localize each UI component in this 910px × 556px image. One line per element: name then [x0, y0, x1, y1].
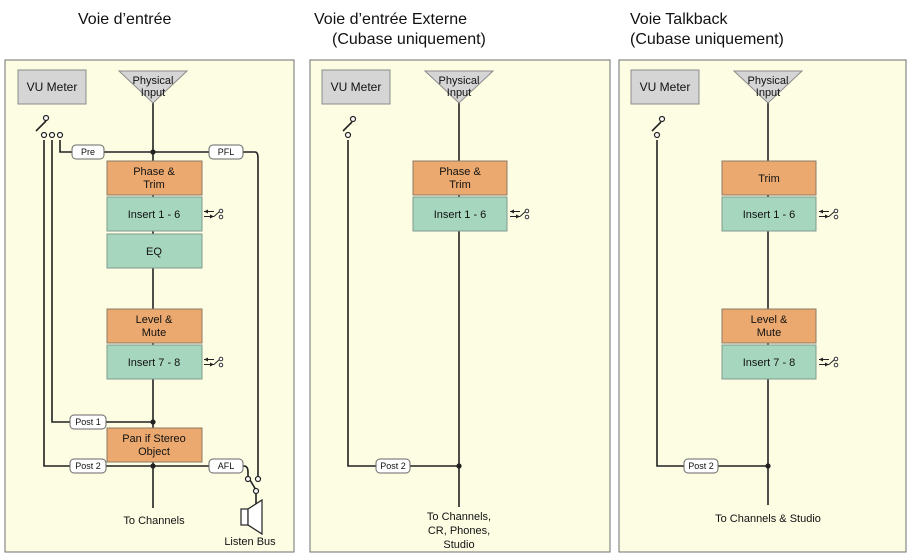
- svg-text:Level &: Level &: [751, 314, 788, 326]
- insert-1-6-block: Insert 1 - 6: [106, 196, 203, 232]
- svg-text:Post 1: Post 1: [75, 417, 101, 427]
- svg-text:Level &: Level &: [136, 314, 173, 326]
- junction-dot: [150, 419, 156, 425]
- title-external-input-channel: Voie d’entrée Externe: [314, 11, 467, 28]
- junction-dot: [150, 463, 156, 469]
- panel-external-input-channel: [309, 59, 611, 553]
- svg-text:Phase &: Phase &: [133, 166, 175, 178]
- afl-tap-label: AFL: [208, 458, 244, 474]
- title-talkback-channel: Voie Talkback: [630, 11, 729, 28]
- svg-text:EQ: EQ: [146, 246, 162, 258]
- trim-block: Trim: [721, 160, 817, 196]
- listen-bus-label: Listen Bus: [224, 536, 276, 548]
- junction-dot: [765, 463, 771, 469]
- pfl-tap-label: PFL: [208, 144, 244, 160]
- svg-text:Phase &: Phase &: [439, 166, 481, 178]
- phase-trim-block: Phase & Trim: [412, 160, 508, 196]
- svg-text:AFL: AFL: [218, 461, 235, 471]
- physical-input-triangle: Physical Input: [117, 70, 189, 104]
- svg-text:Input: Input: [447, 87, 471, 99]
- destination-label-line3: Studio: [443, 539, 474, 551]
- insert-1-6-block: Insert 1 - 6: [721, 196, 817, 232]
- panel1-switch-contacts: [40, 114, 262, 495]
- svg-text:Object: Object: [138, 446, 170, 458]
- vu-meter-block: VU Meter: [17, 69, 87, 105]
- svg-text:Insert 1 - 6: Insert 1 - 6: [434, 209, 487, 221]
- svg-text:Insert 1 - 6: Insert 1 - 6: [743, 209, 796, 221]
- to-channels-label: To Channels: [123, 515, 185, 527]
- switch-contact: [653, 131, 661, 139]
- svg-text:Pan if Stereo: Pan if Stereo: [122, 433, 186, 445]
- svg-text:VU Meter: VU Meter: [27, 80, 78, 94]
- eq-block: EQ: [106, 233, 203, 269]
- svg-text:Trim: Trim: [449, 179, 471, 191]
- svg-text:Pre: Pre: [81, 147, 95, 157]
- level-mute-block: Level & Mute: [106, 308, 203, 344]
- phase-trim-block: Phase & Trim: [106, 160, 203, 196]
- svg-text:Post 2: Post 2: [688, 461, 714, 471]
- svg-text:Trim: Trim: [758, 173, 780, 185]
- post2-tap-label: Post 2: [69, 458, 107, 474]
- svg-text:Input: Input: [141, 87, 165, 99]
- post2-tap-label: Post 2: [375, 458, 411, 474]
- post1-tap-label: Post 1: [69, 414, 107, 430]
- insert-1-6-block: Insert 1 - 6: [412, 196, 508, 232]
- svg-text:Physical: Physical: [748, 75, 789, 87]
- speaker-icon: [240, 498, 263, 536]
- vu-meter-block: VU Meter: [321, 69, 391, 105]
- panel-talkback-channel: [618, 59, 907, 553]
- svg-text:VU Meter: VU Meter: [331, 80, 382, 94]
- physical-input-triangle: Physical Input: [732, 70, 804, 104]
- title-talkback-note: (Cubase uniquement): [630, 31, 784, 48]
- switch-contact: [344, 131, 352, 139]
- post2-tap-label: Post 2: [683, 458, 719, 474]
- destination-label-line1: To Channels,: [427, 511, 491, 523]
- svg-text:Physical: Physical: [133, 75, 174, 87]
- title-input-channel: Voie d’entrée: [78, 11, 172, 28]
- title-external-input-note: (Cubase uniquement): [332, 31, 486, 48]
- insert-7-8-block: Insert 7 - 8: [106, 344, 203, 380]
- panel-input-channel: [4, 59, 295, 553]
- junction-dot: [150, 149, 156, 155]
- level-mute-block: Level & Mute: [721, 308, 817, 344]
- svg-text:Trim: Trim: [143, 179, 165, 191]
- svg-text:Mute: Mute: [757, 327, 781, 339]
- svg-text:Insert 1 - 6: Insert 1 - 6: [128, 209, 181, 221]
- svg-text:Insert 7 - 8: Insert 7 - 8: [743, 357, 796, 369]
- svg-text:Mute: Mute: [142, 327, 166, 339]
- physical-input-triangle: Physical Input: [423, 70, 495, 104]
- svg-text:PFL: PFL: [218, 147, 235, 157]
- svg-text:Post 2: Post 2: [380, 461, 406, 471]
- svg-text:VU Meter: VU Meter: [640, 80, 691, 94]
- destination-label: To Channels & Studio: [715, 513, 821, 525]
- pan-block: Pan if Stereo Object: [106, 427, 203, 463]
- svg-text:Insert 7 - 8: Insert 7 - 8: [128, 357, 181, 369]
- destination-label-line2: CR, Phones,: [428, 525, 490, 537]
- svg-text:Input: Input: [756, 87, 780, 99]
- switch-contact: [658, 115, 666, 123]
- svg-text:Physical: Physical: [439, 75, 480, 87]
- junction-dot: [456, 463, 462, 469]
- svg-text:Post 2: Post 2: [75, 461, 101, 471]
- switch-contact: [349, 115, 357, 123]
- pre-tap-label: Pre: [71, 144, 105, 160]
- vu-meter-block: VU Meter: [630, 69, 700, 105]
- insert-7-8-block: Insert 7 - 8: [721, 344, 817, 380]
